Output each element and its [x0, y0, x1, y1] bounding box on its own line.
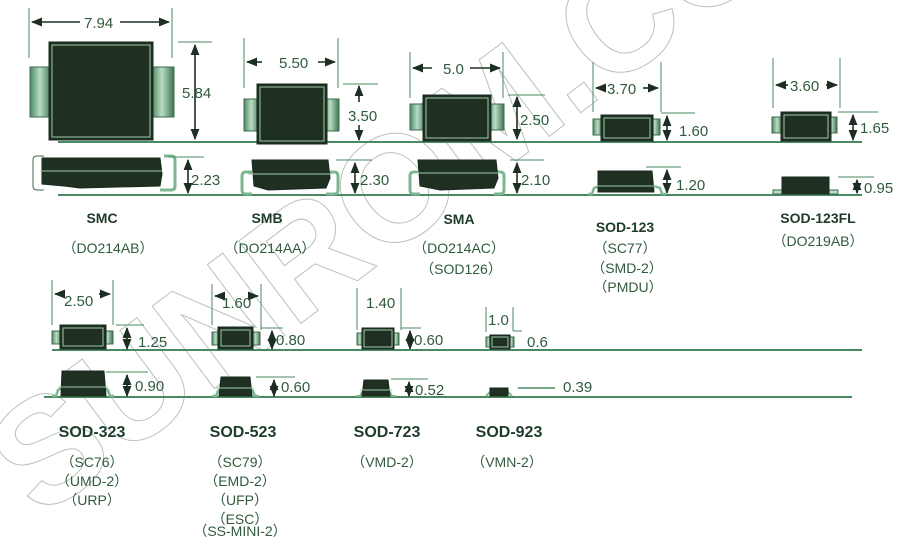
sma-name: SMA: [443, 211, 474, 227]
smc-lead-right: [151, 66, 175, 118]
sod123fl-width: 3.60: [790, 78, 819, 95]
smb-side-body: [251, 159, 331, 191]
sod723-thickness: 0.52: [415, 382, 444, 399]
sod523-width: 1.60: [222, 295, 251, 312]
package-sma: 5.0 2.50 2.10 SMA （DO214AC） （SOD126）: [408, 52, 550, 277]
sod323-height: 1.25: [138, 334, 167, 351]
sma-thickness: 2.10: [521, 172, 550, 189]
package-smb: 5.50 3.50 2.30 SMB （DO214AA）: [224, 38, 389, 256]
package-sod-923: 1.0 0.6 0.39 SOD-923 （VMN-2）: [471, 307, 592, 470]
sod123-height: 1.60: [679, 123, 708, 140]
sod723-body: [361, 327, 395, 350]
sod723-alias-0: （VMD-2）: [351, 454, 423, 470]
smc-thickness: 2.23: [191, 172, 220, 189]
sod323-thickness: 0.90: [135, 378, 164, 395]
sod523-alias-1: （EMD-2）: [204, 473, 276, 489]
smc-name: SMC: [86, 210, 117, 226]
sod723-side-body: [361, 379, 391, 397]
sod523-alias-4: （SS-MINI-2）: [193, 523, 286, 539]
sod123-thickness: 1.20: [676, 177, 705, 194]
package-smc: 7.94 5.84 2.23 SMC （DO214AB）: [28, 8, 220, 256]
package-sod-123fl: 3.60 1.65 0.95 SOD-123FL （DO219AB）: [771, 58, 893, 249]
sma-alias-0: （DO214AC）: [413, 240, 505, 256]
sod123-alias-0: （SC77）: [593, 240, 656, 256]
smb-name: SMB: [251, 210, 282, 226]
package-sod-323: 2.50 1.25 0.90 SOD-323 （SC76） （UMD-2） （U…: [51, 280, 167, 508]
sod523-height: 0.80: [276, 332, 305, 349]
sod523-thickness: 0.60: [281, 379, 310, 396]
sod923-thickness: 0.39: [563, 379, 592, 396]
sod523-alias-3: （ESC）: [212, 511, 269, 527]
sod123fl-thickness: 0.95: [864, 180, 893, 197]
smb-width: 5.50: [279, 55, 308, 72]
package-sod-723: 1.40 0.60 0.52 SOD-723 （VMD-2）: [351, 288, 444, 470]
sod923-width: 1.0: [488, 312, 509, 329]
sod123-width: 3.70: [607, 81, 636, 98]
package-sod-123: 3.70 1.60 1.20 SOD-123 （SC77） （SMD-2） （P…: [588, 62, 708, 295]
smc-body: [48, 41, 154, 141]
sod323-alias-1: （UMD-2）: [56, 473, 128, 489]
sod123-body: [600, 114, 654, 142]
sod523-side-body: [218, 376, 253, 397]
sod523-body: [217, 326, 254, 350]
smc-alias-0: （DO214AB）: [62, 240, 153, 256]
sod923-alias-0: （VMN-2）: [471, 454, 543, 470]
sod923-side-body: [489, 387, 509, 397]
sod123fl-name: SOD-123FL: [780, 210, 856, 226]
sod123-name: SOD-123: [596, 219, 655, 235]
sod523-alias-0: （SC79）: [208, 454, 271, 470]
smc-side-body: [41, 157, 163, 189]
sod723-width: 1.40: [366, 295, 395, 312]
sod323-body: [59, 324, 107, 350]
sma-body: [422, 94, 492, 142]
sod323-side-body: [60, 370, 107, 397]
sod123fl-alias-0: （DO219AB）: [772, 233, 863, 249]
smb-thickness: 2.30: [360, 172, 389, 189]
package-sod-523: 1.60 0.80 0.60 SOD-523 （SC79） （EMD-2） （U…: [193, 284, 310, 539]
sod323-alias-0: （SC76）: [60, 454, 123, 470]
smb-body: [256, 83, 328, 145]
sod123-alias-1: （SMD-2）: [591, 260, 663, 276]
sod123fl-body: [780, 111, 832, 142]
smb-alias-0: （DO214AA）: [224, 240, 315, 256]
sod923-height: 0.6: [527, 334, 548, 351]
sma-width: 5.0: [443, 61, 464, 78]
sod723-height: 0.60: [414, 332, 443, 349]
sma-side-body: [417, 159, 499, 191]
sod923-name: SOD-923: [476, 424, 543, 441]
smb-height: 3.50: [348, 108, 377, 125]
sod123-side-body: [597, 170, 655, 193]
sod323-name: SOD-323: [59, 424, 126, 441]
sod723-name: SOD-723: [354, 424, 421, 441]
sod123fl-side-body: [781, 176, 830, 195]
sma-height: 2.50: [520, 112, 549, 129]
sod923-body: [489, 334, 511, 350]
sod323-width: 2.50: [64, 293, 93, 310]
smc-width: 7.94: [84, 15, 113, 32]
sod123-alias-2: （PMDU）: [593, 279, 662, 295]
sod123fl-height: 1.65: [860, 120, 889, 137]
sod323-alias-2: （URP）: [63, 492, 121, 508]
sod523-name: SOD-523: [210, 424, 277, 441]
sod523-alias-2: （UFP）: [212, 492, 268, 508]
sma-alias-1: （SOD126）: [420, 261, 502, 277]
smc-height: 5.84: [182, 85, 211, 102]
